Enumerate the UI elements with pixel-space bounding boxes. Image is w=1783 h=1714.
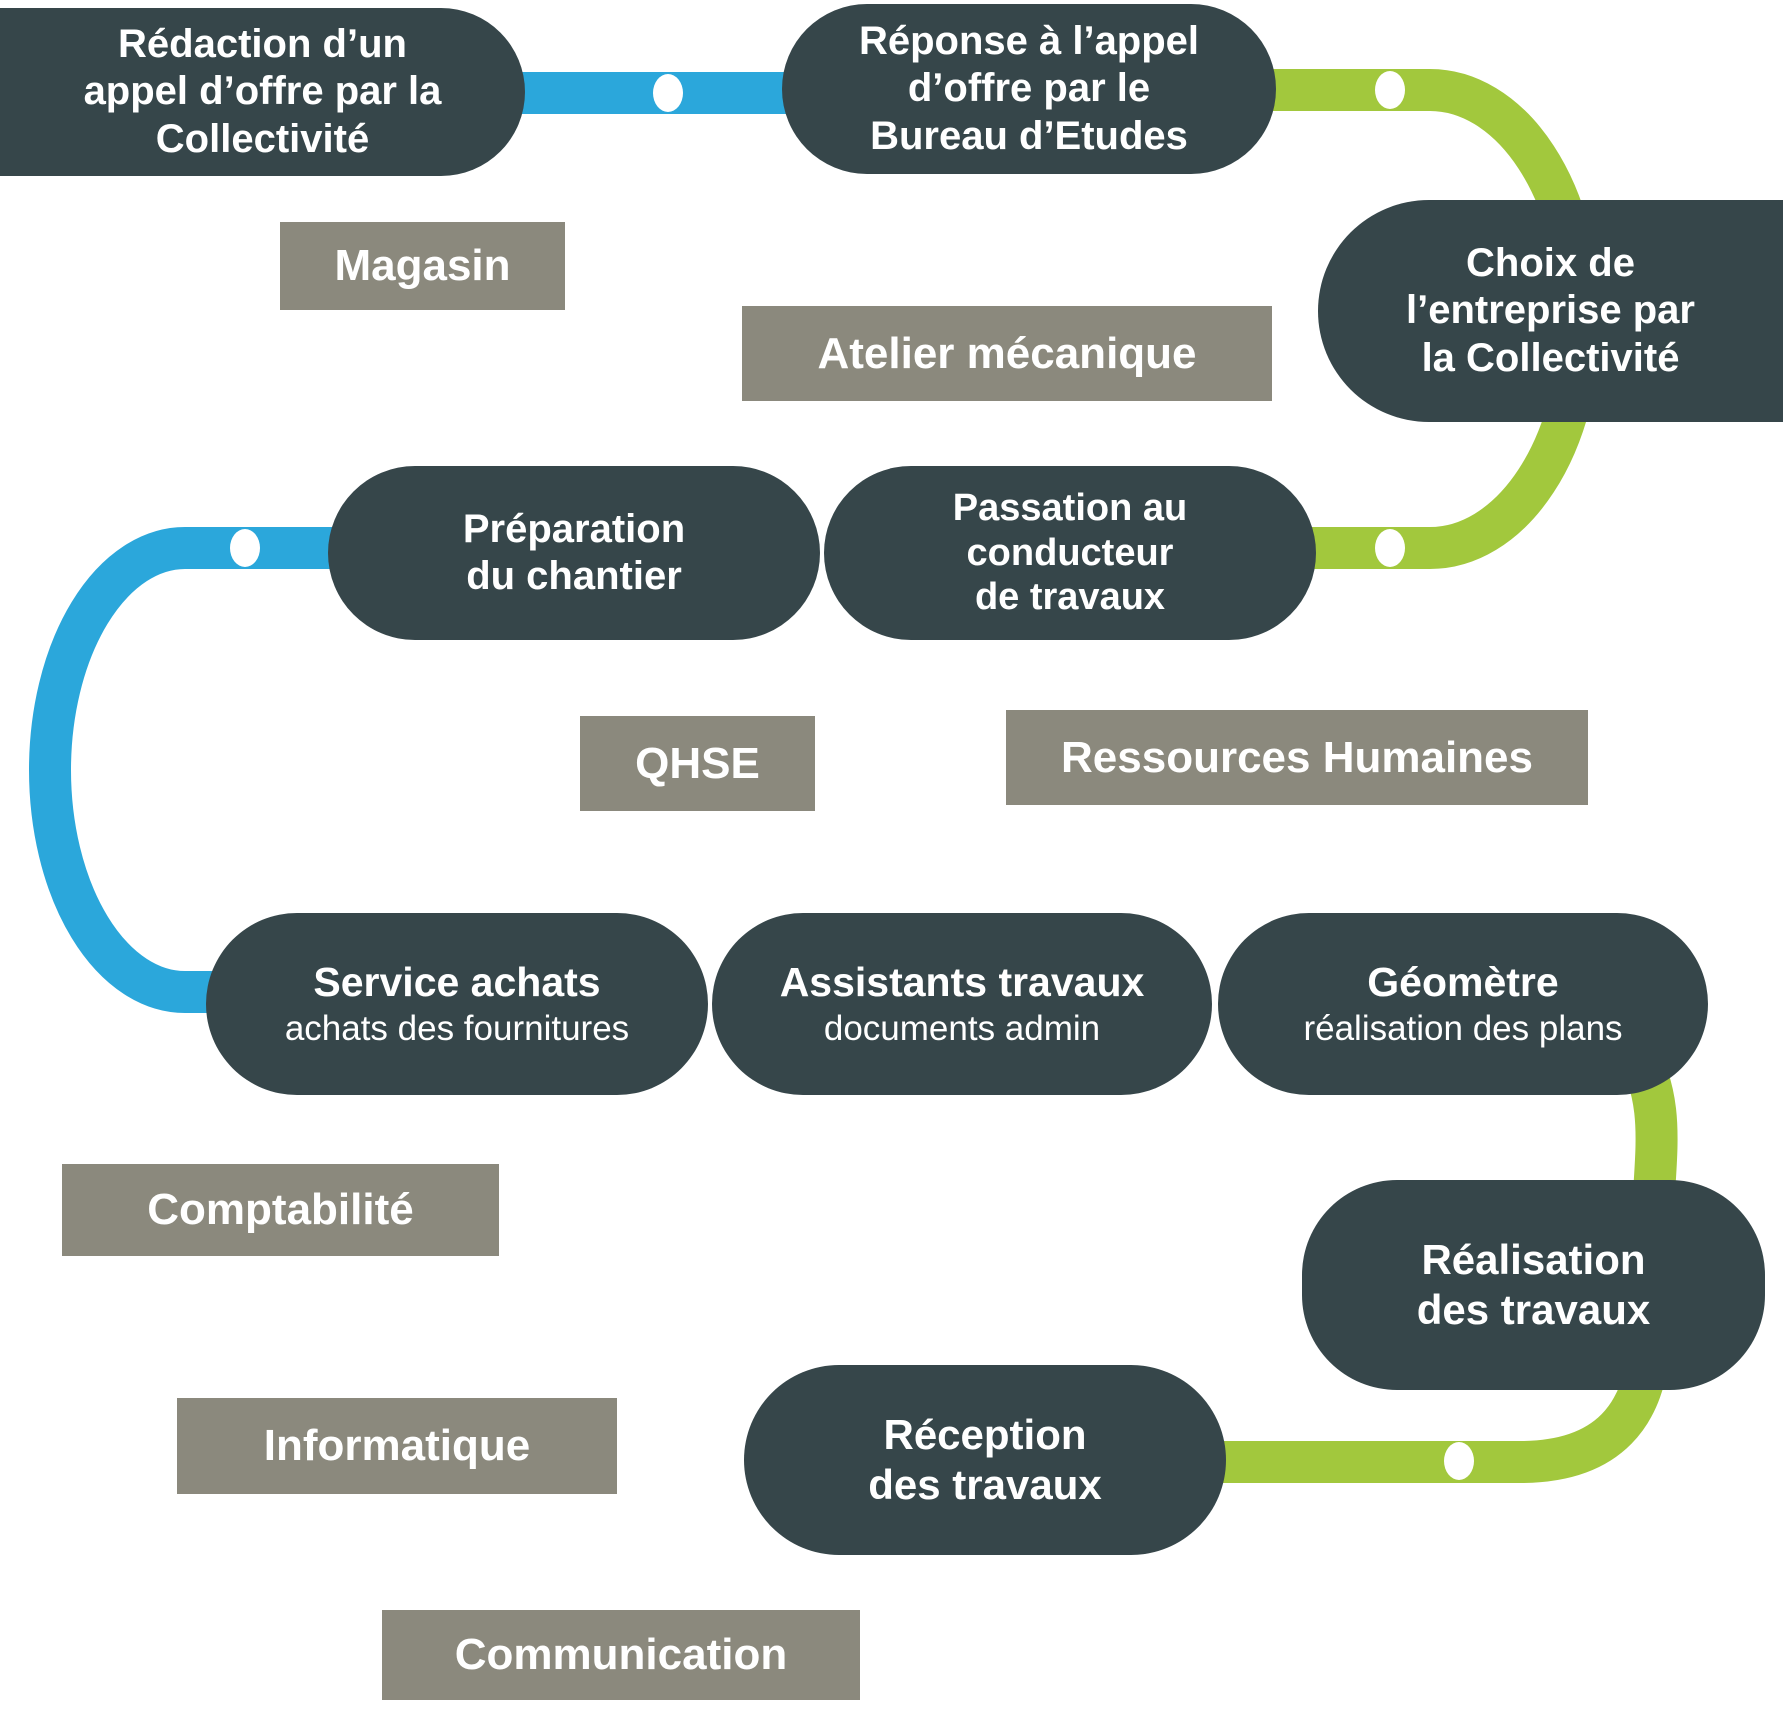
dept-label: Comptabilité [147, 1185, 414, 1234]
node-line: Préparation [462, 506, 686, 551]
dept-label: Communication [454, 1630, 788, 1679]
node-reception-travaux: Réception des travaux [744, 1365, 1226, 1555]
node-reponse-appel-offre: Réponse à l’appel d’offre par le Bureau … [782, 4, 1276, 174]
dept-label: Ressources Humaines [1061, 732, 1533, 782]
dept-label: Atelier mécanique [817, 328, 1197, 378]
node-line: d’offre par le [907, 66, 1151, 111]
node-line: des travaux [1416, 1286, 1651, 1333]
dept-comptabilite: Comptabilité [62, 1164, 499, 1256]
node-title: Assistants travaux [779, 958, 1145, 1005]
node-line: Réception [883, 1411, 1087, 1459]
node-line: Choix de [1466, 241, 1635, 286]
node-line: des travaux [868, 1461, 1102, 1508]
dept-magasin: Magasin [280, 222, 565, 310]
dept-qhse: QHSE [580, 716, 815, 811]
flow-dot [1375, 71, 1405, 109]
node-line: Réalisation [1421, 1236, 1646, 1284]
node-line: Collectivité [155, 116, 370, 161]
dept-label: Magasin [334, 241, 511, 290]
node-subtitle: achats des fournitures [284, 1008, 630, 1048]
node-choix-entreprise: Choix de l’entreprise par la Collectivit… [1318, 200, 1783, 422]
node-line: Réponse à l’appel [858, 19, 1200, 64]
dept-label: QHSE [635, 738, 760, 788]
flow-dot [230, 529, 260, 567]
node-passation-conducteur: Passation au conducteur de travaux [824, 466, 1316, 640]
node-subtitle: réalisation des plans [1303, 1008, 1623, 1048]
node-line: de travaux [974, 576, 1166, 619]
node-line: Rédaction d’un [118, 22, 407, 67]
link-preparation-service-achats [29, 527, 352, 1013]
node-title: Géomètre [1367, 958, 1559, 1005]
node-geometre: Géomètre réalisation des plans [1218, 913, 1708, 1095]
node-line: la Collectivité [1421, 335, 1680, 380]
node-line: l’entreprise par [1405, 288, 1695, 333]
dept-label: Informatique [263, 1421, 531, 1470]
flow-dot [1375, 529, 1405, 567]
node-redaction-appel-offre: Rédaction d’un appel d’offre par la Coll… [0, 8, 525, 176]
dept-atelier-mecanique: Atelier mécanique [742, 306, 1272, 401]
node-line: conducteur [966, 531, 1174, 574]
node-preparation-chantier: Préparation du chantier [328, 466, 820, 640]
node-line: Bureau d’Etudes [870, 113, 1188, 158]
node-subtitle: documents admin [823, 1008, 1101, 1048]
dept-communication: Communication [382, 1610, 860, 1700]
node-line: Passation au [952, 486, 1188, 529]
flow-dot [653, 74, 683, 112]
node-realisation-travaux: Réalisation des travaux [1302, 1180, 1765, 1390]
node-service-achats: Service achats achats des fournitures [206, 913, 708, 1095]
flow-dot [1444, 1442, 1474, 1480]
node-line: appel d’offre par la [83, 69, 442, 114]
dept-informatique: Informatique [177, 1398, 617, 1494]
dept-ressources-humaines: Ressources Humaines [1006, 710, 1588, 805]
node-title: Service achats [313, 958, 601, 1005]
node-assistants-travaux: Assistants travaux documents admin [712, 913, 1212, 1095]
node-line: du chantier [466, 554, 682, 598]
